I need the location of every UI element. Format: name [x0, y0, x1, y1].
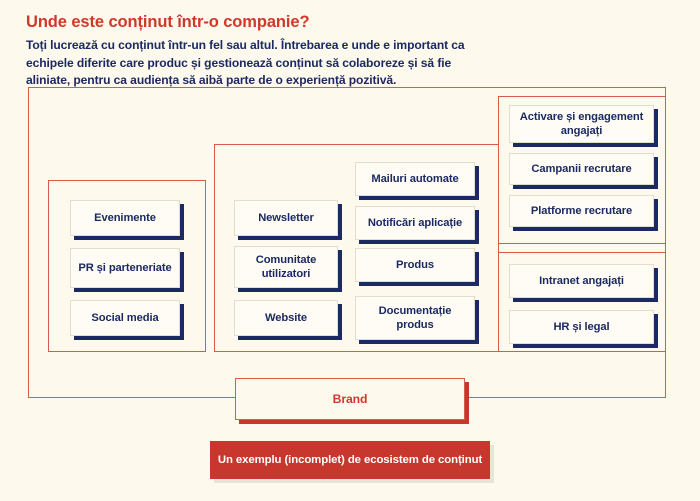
- content-node[interactable]: Activare și engagement angajați: [509, 105, 654, 143]
- content-node[interactable]: Social media: [70, 300, 180, 336]
- content-node[interactable]: PR și parteneriate: [70, 248, 180, 288]
- content-node[interactable]: Mailuri automate: [355, 162, 475, 196]
- page-description: Toți lucrează cu conținut într-un fel sa…: [26, 38, 465, 87]
- content-node[interactable]: Newsletter: [234, 200, 338, 236]
- page-title: Unde este conținut într-o companie?: [26, 13, 310, 31]
- content-node[interactable]: Produs: [355, 248, 475, 282]
- content-node[interactable]: Evenimente: [70, 200, 180, 236]
- content-node[interactable]: Platforme recrutare: [509, 195, 654, 227]
- content-node[interactable]: Campanii recrutare: [509, 153, 654, 185]
- content-node[interactable]: Comunitate utilizatori: [234, 246, 338, 288]
- content-node[interactable]: HR și legal: [509, 310, 654, 344]
- brand-node[interactable]: Brand: [235, 378, 465, 420]
- content-node[interactable]: Website: [234, 300, 338, 336]
- content-node[interactable]: Intranet angajați: [509, 264, 654, 298]
- content-node[interactable]: Documentație produs: [355, 296, 475, 340]
- diagram-caption: Un exemplu (incomplet) de ecosistem de c…: [210, 441, 490, 479]
- content-node[interactable]: Notificări aplicație: [355, 206, 475, 240]
